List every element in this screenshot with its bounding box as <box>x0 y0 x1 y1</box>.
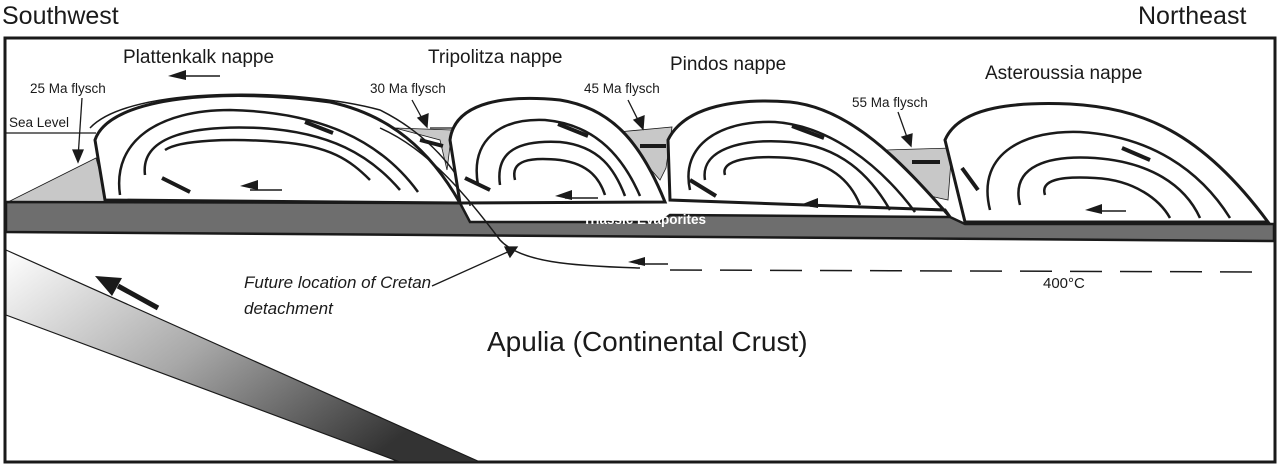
isotherm-400c-line <box>669 269 1271 273</box>
pindos-nappe <box>640 99 952 218</box>
plattenkalk-arrow-icon <box>168 70 220 80</box>
asteroussia-nappe <box>912 102 1271 224</box>
slab-thrust-arrow-icon <box>95 276 160 311</box>
future-detachment-line <box>379 127 641 269</box>
apulia-crust-label: Apulia (Continental Crust) <box>487 326 808 357</box>
detachment-arrow-icon <box>628 257 668 266</box>
triassic-evaporites-label: Triassic Evaporites <box>583 212 707 227</box>
flysch-45-label: 45 Ma flysch <box>584 81 660 96</box>
northeast-label: Northeast <box>1138 2 1247 30</box>
detachment-label-line2: detachment <box>244 299 333 318</box>
sea-level-label: Sea Level <box>9 115 70 130</box>
isotherm-label: 400°C <box>1043 275 1085 292</box>
leader-arrows <box>72 97 913 287</box>
southwest-label: Southwest <box>2 2 119 30</box>
tripolitza-nappe <box>419 96 668 205</box>
diagram-frame <box>3 36 1277 464</box>
flysch-25-label: 25 Ma flysch <box>30 81 106 96</box>
subducting-slab <box>5 249 481 463</box>
pindos-nappe-label: Pindos nappe <box>670 54 787 75</box>
flysch-30-label: 30 Ma flysch <box>370 81 446 96</box>
detachment-label-line1: Future location of Cretan <box>244 273 432 292</box>
flysch-55-label: 55 Ma flysch <box>852 95 928 110</box>
plattenkalk-nappe <box>89 93 471 207</box>
plattenkalk-nappe-label: Plattenkalk nappe <box>123 47 275 68</box>
asteroussia-nappe-label: Asteroussia nappe <box>985 63 1143 84</box>
tripolitza-nappe-label: Tripolitza nappe <box>428 47 563 68</box>
